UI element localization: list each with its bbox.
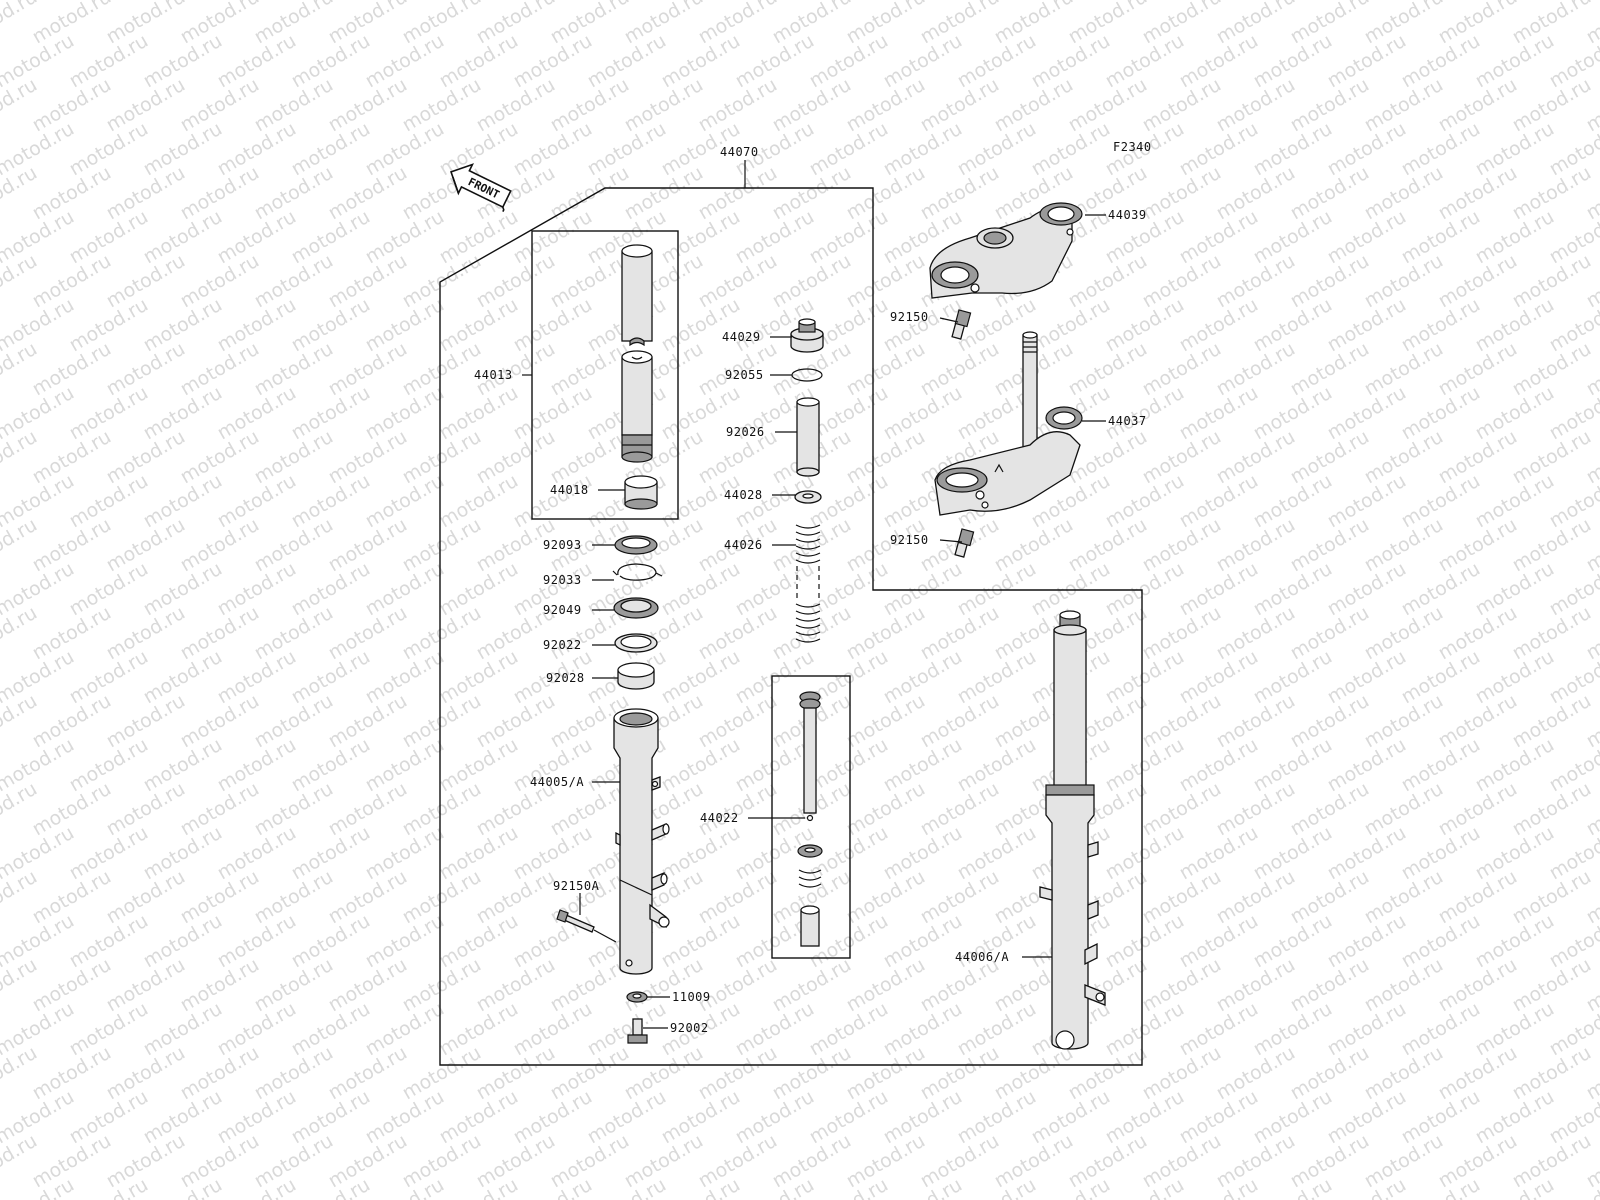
label-92033: 92033 xyxy=(543,573,582,587)
label-92002: 92002 xyxy=(670,1021,709,1035)
label-92150-top: 92150 xyxy=(890,310,929,324)
part-44006a-fork-assembly xyxy=(1039,610,1106,1050)
part-92150a-bolt xyxy=(556,909,595,933)
part-92033-clip xyxy=(612,563,663,581)
label-44039: 44039 xyxy=(1108,208,1147,222)
label-92026: 92026 xyxy=(726,425,765,439)
part-92049-oil-seal xyxy=(613,597,659,619)
label-44029: 44029 xyxy=(722,330,761,344)
front-arrow-icon: FRONT xyxy=(450,163,512,212)
part-92150-mid-bolt xyxy=(954,528,975,558)
label-44005a: 44005/A xyxy=(530,775,584,789)
label-44018: 44018 xyxy=(550,483,589,497)
label-44006a: 44006/A xyxy=(955,950,1009,964)
label-11009: 11009 xyxy=(672,990,711,1004)
part-44013-inner-tube xyxy=(621,244,653,463)
leader-lines xyxy=(522,160,1106,1029)
label-92022: 92022 xyxy=(543,638,582,652)
label-44070: 44070 xyxy=(720,145,759,159)
part-44039-upper-bracket xyxy=(929,202,1083,299)
part-44026-spring xyxy=(795,524,821,643)
assembly-frame xyxy=(439,187,1143,1066)
part-44005a-outer-tube xyxy=(613,708,670,975)
label-92055: 92055 xyxy=(725,368,764,382)
part-44022-cylinder xyxy=(797,691,823,947)
part-44037-steering-stem xyxy=(934,331,1083,516)
label-44028: 44028 xyxy=(724,488,763,502)
cylinder-kit-frame xyxy=(771,675,851,959)
watermark-text: motod.ru xyxy=(0,1174,4,1200)
part-44028-seat xyxy=(794,490,822,504)
part-92026-spacer xyxy=(796,397,820,477)
part-92028-bushing xyxy=(617,662,655,690)
part-92093-dust-seal xyxy=(614,535,658,555)
part-44029-cap-bolt xyxy=(790,318,824,353)
label-92028: 92028 xyxy=(546,671,585,685)
label-92093: 92093 xyxy=(543,538,582,552)
label-44037: 44037 xyxy=(1108,414,1147,428)
part-labels: 44070 44039 92150 44029 92055 44013 9202… xyxy=(474,145,1147,1035)
part-11009-washer xyxy=(626,991,648,1003)
part-92002-bolt xyxy=(627,1018,648,1044)
part-92022-washer xyxy=(614,633,658,653)
label-44022: 44022 xyxy=(700,811,739,825)
figure-code: F2340 xyxy=(1113,140,1152,154)
label-44013: 44013 xyxy=(474,368,513,382)
label-92049: 92049 xyxy=(543,603,582,617)
label-92150-mid: 92150 xyxy=(890,533,929,547)
part-44018-bushing xyxy=(624,475,658,510)
label-92150a: 92150A xyxy=(553,879,600,893)
label-44026: 44026 xyxy=(724,538,763,552)
part-92150-top-bolt xyxy=(951,309,972,340)
